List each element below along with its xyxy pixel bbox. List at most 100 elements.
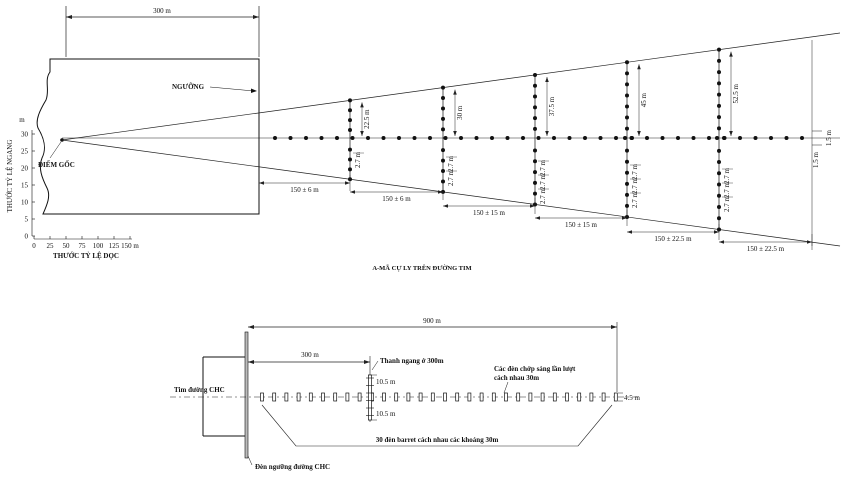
- centerline-light: [552, 136, 556, 140]
- light-gap-label: 2.7 m: [723, 167, 731, 184]
- centerline-light: [443, 136, 448, 140]
- centerline-light: [715, 136, 719, 140]
- centerline-light: [567, 136, 572, 140]
- station-light: [533, 159, 537, 164]
- barrette: [345, 392, 350, 402]
- barrette-label: 30 đèn barret cách nhau các khoảng 30m: [376, 436, 499, 444]
- barrette: [308, 392, 313, 402]
- horizontal-tick-label: 125: [109, 242, 120, 250]
- centerline-light: [273, 136, 277, 140]
- barrette: [516, 392, 521, 402]
- station-light: [533, 126, 537, 131]
- station-light: [348, 98, 352, 103]
- crossbar: [368, 374, 372, 421]
- station-light: [441, 96, 445, 101]
- centerline-light: [304, 136, 308, 140]
- arrow-head: [360, 102, 364, 108]
- centerline-light: [660, 136, 665, 140]
- threshold-lights-label: Đèn ngưỡng đường CHC: [255, 463, 330, 471]
- light-gap-label: 2.7 m: [539, 187, 547, 204]
- light-gap-label: 2.7 m: [539, 173, 547, 190]
- station-light: [625, 192, 629, 197]
- arrow-head: [530, 204, 535, 208]
- station-light: [717, 205, 721, 210]
- end-width-label-lower: 1.5 m: [812, 151, 820, 168]
- station-light: [625, 104, 629, 109]
- light-gap-label: 2.7 m: [631, 191, 639, 208]
- horizontal-scale: THƯỚC TỶ LỆ DỌC: [34, 238, 132, 260]
- centerline-light: [366, 136, 370, 140]
- horizontal-tick-label: 50: [63, 242, 71, 250]
- light-gap-label: 2.7 m: [723, 181, 731, 198]
- horizontal-tick-label: 0: [32, 242, 36, 250]
- half-width-label: 22.5 m: [363, 109, 371, 129]
- light-stations: 22.5 m2.7 m30 m2.7 m2.7 m37.5 m2.7 m2.7 …: [348, 47, 740, 232]
- station-light: [717, 70, 721, 75]
- station-light: [348, 118, 352, 123]
- station-light: [717, 182, 721, 187]
- spacing-dimension: 150 ± 15 m: [443, 198, 536, 217]
- spacing-label: 150 ± 6 m: [290, 186, 319, 194]
- vertical-tick-label: 10: [21, 199, 29, 207]
- station-light: [717, 193, 721, 198]
- station-light: [625, 170, 629, 175]
- arrow-head: [627, 230, 632, 234]
- spacing-label: 150 ± 15 m: [565, 221, 598, 229]
- flash-label-line2: cách nhau 30m: [494, 374, 539, 382]
- station-light: [625, 60, 629, 65]
- centerline-light: [536, 136, 541, 140]
- half-width-label: 30 m: [456, 105, 464, 120]
- barrette: [430, 392, 435, 402]
- station-light: [625, 181, 629, 186]
- barrette-width-label: 4.5 m: [624, 394, 641, 402]
- vertical-tick-label: 0: [25, 233, 29, 241]
- station-light: [625, 71, 629, 76]
- diagram-b-barrette-layout: Đèn ngưỡng đường CHC 900 m 300 m Tim đườ…: [170, 317, 641, 471]
- barrette: [528, 392, 533, 402]
- centerline-light: [800, 136, 804, 140]
- station-light: [717, 216, 721, 221]
- end-width-label-upper: 1.5 m: [825, 129, 833, 146]
- caption-a: A-MÃ CỰ LY TRÊN ĐƯỜNG TIM: [372, 264, 471, 272]
- barrette: [552, 392, 557, 402]
- centerline-label: Tim đường CHC: [174, 386, 225, 394]
- barrette: [357, 392, 362, 402]
- station-light: [533, 116, 537, 121]
- station-light: [441, 85, 445, 90]
- station-light: [348, 127, 352, 132]
- dimension-300m-top: 300 m: [65, 6, 260, 57]
- light-gap-label: 2.7 m: [631, 163, 639, 180]
- centerline-light: [505, 136, 510, 140]
- horizontal-tick-label: 100: [93, 242, 104, 250]
- station-light: [533, 148, 537, 153]
- arrow-head: [453, 131, 457, 136]
- centerline-light: [583, 136, 587, 140]
- centerline-light: [707, 136, 711, 140]
- arrow-head: [545, 131, 549, 136]
- spacing-dimension: 150 ± 6 m: [350, 184, 444, 203]
- arrow-head: [637, 64, 641, 70]
- station-light: [533, 180, 537, 185]
- centerline-light: [676, 136, 680, 140]
- centerline-light: [753, 136, 758, 140]
- spacing-dimension: 150 ± 15 m: [535, 210, 628, 229]
- centerline-light: [412, 136, 417, 140]
- station-light: [717, 58, 721, 63]
- station-light: [717, 92, 721, 97]
- station-light: [441, 169, 445, 174]
- lower-splay-line: [61, 139, 841, 247]
- crossbar-distance-label: 300 m: [301, 351, 319, 359]
- barrette: [406, 392, 411, 402]
- upper-splay-line: [61, 32, 841, 141]
- barrette: [443, 392, 447, 402]
- arrow-head: [729, 131, 733, 136]
- spacing-label: 150 ± 15 m: [473, 209, 506, 217]
- vertical-scale: m THƯỚC TỶ LỆ NGANG: [6, 116, 33, 236]
- arrow-head: [714, 230, 719, 234]
- spacing-label: 150 ± 22.5 m: [747, 245, 785, 253]
- barrette: [394, 392, 399, 402]
- spacing-label: 150 ± 22.5 m: [654, 235, 692, 243]
- station-light: [441, 116, 445, 121]
